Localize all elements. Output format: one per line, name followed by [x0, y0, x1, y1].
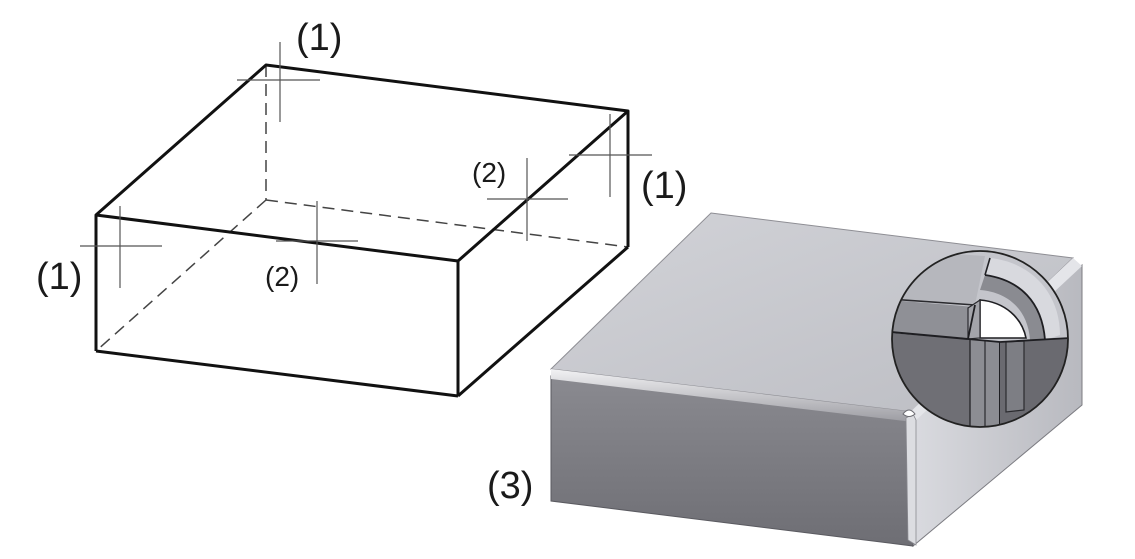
- crosshair-markers: [80, 42, 652, 288]
- hidden-edges: [95, 65, 629, 352]
- label-result: (3): [487, 465, 533, 507]
- label-edge-mid-front: (2): [265, 261, 299, 292]
- zoom-inset: [891, 250, 1069, 428]
- label-corner-left: (1): [36, 256, 82, 298]
- label-corner-right: (1): [641, 165, 687, 207]
- wireframe-box: [80, 42, 652, 398]
- visible-edges: [94, 63, 630, 398]
- rounded-front-edge: [551, 369, 913, 422]
- crosshair-right: [569, 114, 652, 197]
- rounded-vertical-edge: [905, 413, 917, 546]
- label-corner-top: (1): [296, 17, 342, 59]
- crosshair-mid-right: [487, 158, 568, 241]
- crosshair-mid-front: [276, 201, 358, 284]
- label-edge-mid-right: (2): [472, 157, 506, 188]
- crosshair-top: [237, 42, 320, 122]
- zoom-outline: [891, 250, 1069, 428]
- corner-notch: [902, 409, 916, 417]
- crosshair-left: [80, 206, 162, 288]
